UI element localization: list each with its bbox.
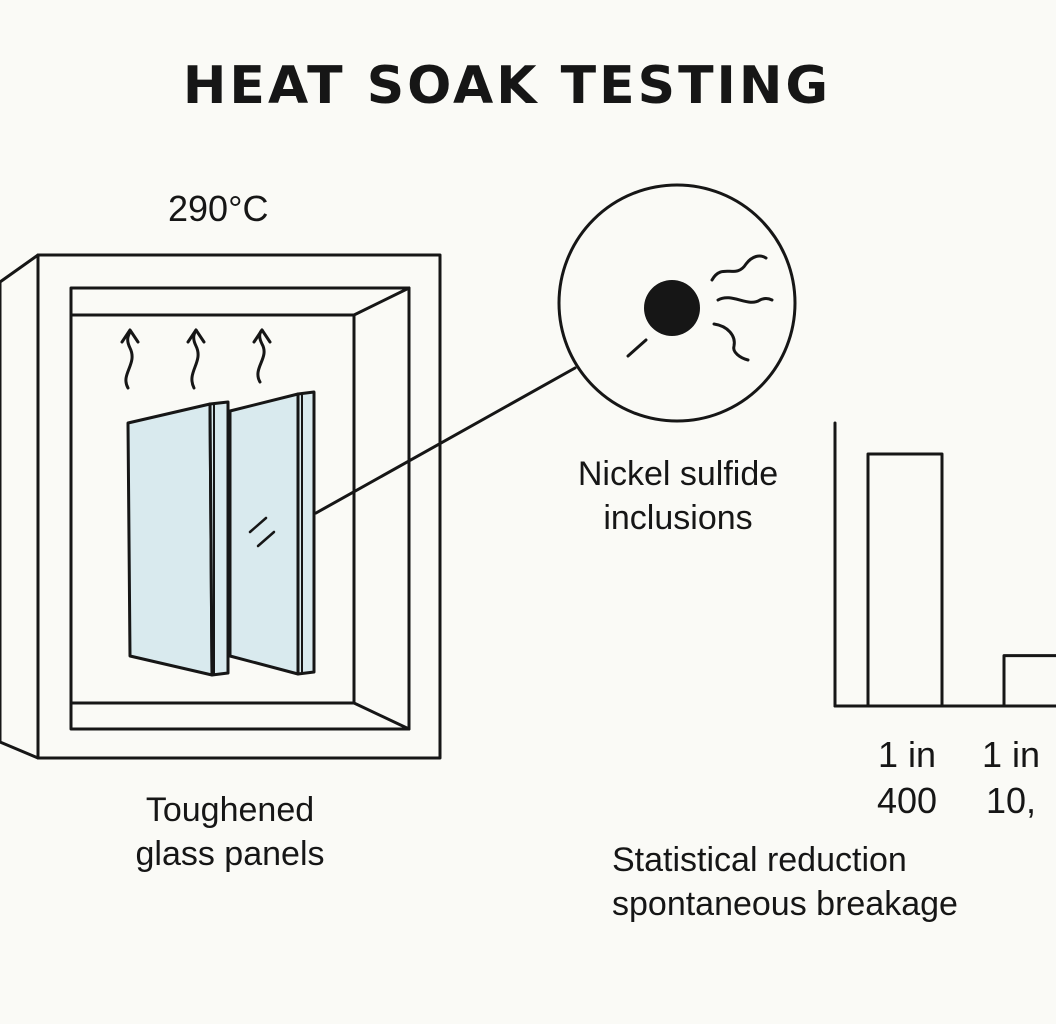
caption-line: Nickel sulfide (577, 455, 779, 493)
bar-label-line: 1 in (981, 734, 1041, 775)
diagram-canvas: HEAT SOAK TESTING 290°C Toughened glass … (0, 56, 1056, 923)
bar-1 (866, 452, 944, 708)
heat-arrow-icon (120, 328, 140, 390)
oven-corner-top (352, 286, 411, 317)
glass-panels (126, 390, 316, 677)
magnifier-circle-icon (557, 183, 797, 423)
inclusions-caption: Nickel sulfide inclusions (540, 452, 816, 540)
caption-line: spontaneous breakage (612, 885, 958, 923)
stress-wave (712, 322, 750, 362)
bar-2 (1002, 654, 1056, 708)
page-title: HEAT SOAK TESTING (182, 56, 832, 116)
bar-label-line: 1 in (877, 734, 937, 775)
glass-panels-caption: Toughened glass panels (90, 788, 370, 876)
caption-line: Toughened (145, 791, 315, 829)
bar-label-line: 400 (876, 780, 938, 821)
diagram-artwork (0, 183, 1056, 760)
breakage-bar-chart (833, 421, 1056, 708)
caption-line: Statistical reduction (612, 841, 907, 879)
glass-defect-marks (248, 516, 276, 548)
glass-panel-icon (126, 400, 230, 677)
temperature-label: 290°C (168, 188, 269, 229)
callout-leader-line (314, 366, 577, 515)
heat-arrows (120, 328, 272, 390)
oven-inner-frame (69, 286, 411, 731)
bars (866, 452, 1056, 708)
bar-label-after: 1 in 10, (966, 732, 1056, 824)
oven-side-face (0, 253, 40, 760)
glass-panel-icon (228, 390, 316, 676)
bar-label-line: 10, (985, 780, 1037, 821)
bar-label-before: 1 in 400 (862, 732, 952, 824)
caption-line: inclusions (603, 499, 753, 537)
inclusion-particle-icon (644, 280, 700, 336)
oven-corner-bottom (352, 701, 411, 731)
oven-icon (0, 253, 442, 760)
stress-wave (716, 296, 774, 304)
inclusion-tail (626, 338, 648, 358)
heat-arrow-icon (186, 328, 206, 390)
caption-line: glass panels (135, 835, 325, 873)
heat-arrow-icon (252, 328, 272, 384)
statistics-caption: Statistical reduction spontaneous breaka… (612, 838, 1042, 926)
stress-wave (710, 254, 768, 282)
